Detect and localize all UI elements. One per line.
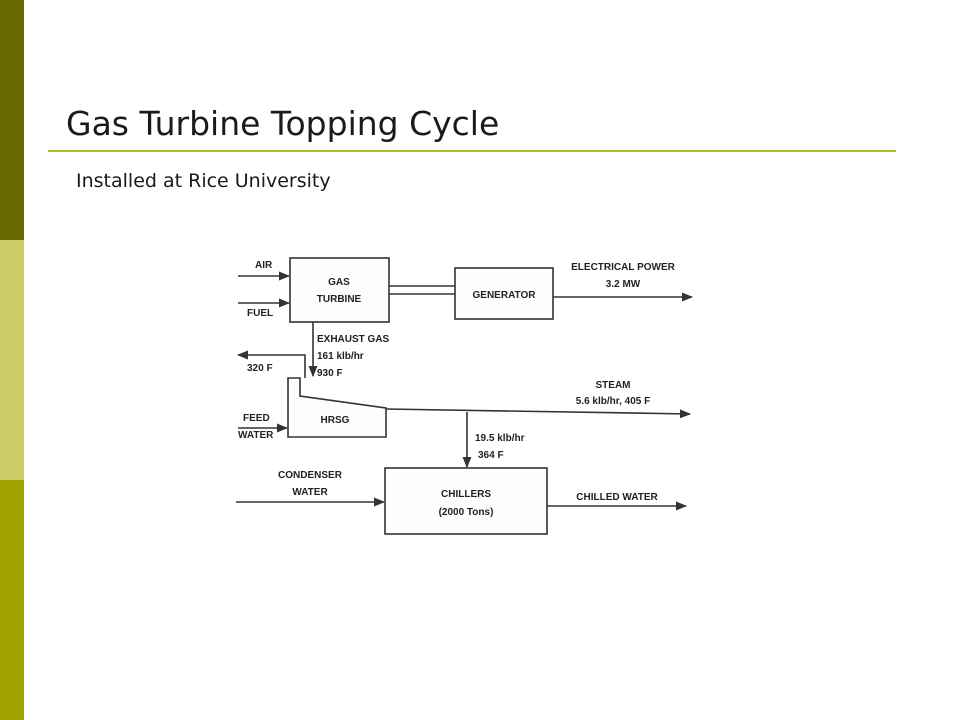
steam-label: STEAM — [596, 380, 631, 391]
hrsg-box — [287, 377, 387, 438]
gas-turbine-label-2: TURBINE — [317, 294, 362, 305]
chillers-box — [384, 467, 548, 535]
air-label: AIR — [255, 260, 273, 271]
chillers-capacity: (2000 Tons) — [439, 507, 494, 518]
electrical-power-label: ELECTRICAL POWER — [571, 262, 675, 273]
generator-label: GENERATOR — [473, 290, 537, 301]
fuel-label: FUEL — [247, 308, 273, 319]
steam-value: 5.6 klb/hr, 405 F — [576, 396, 650, 407]
feed-water-label-1: FEED — [243, 413, 270, 424]
steam-branch-temp: 364 F — [478, 450, 504, 461]
accent-bar-middle — [0, 240, 24, 480]
feed-water-label-2: WATER — [238, 430, 274, 441]
exhaust-gas-flow: 161 klb/hr — [317, 351, 364, 362]
hrsg-label: HRSG — [321, 415, 350, 426]
title-divider — [48, 150, 896, 152]
slide-title: Gas Turbine Topping Cycle — [66, 104, 500, 143]
exhaust-gas-label: EXHAUST GAS — [317, 334, 390, 345]
electrical-power-value: 3.2 MW — [606, 279, 641, 290]
stack-temp-label: 320 F — [247, 363, 273, 374]
steam-arrow — [385, 408, 692, 419]
gas-turbine-label-1: GAS — [328, 277, 350, 288]
steam-branch-flow: 19.5 klb/hr — [475, 433, 525, 444]
gas-turbine-box — [289, 257, 390, 323]
condenser-water-label-2: WATER — [292, 487, 328, 498]
generator-box — [454, 267, 554, 320]
cogeneration-diagram: GAS TURBINE AIR FUEL GENERATOR ELECTRICA… — [236, 257, 694, 535]
accent-bar-top — [0, 0, 24, 240]
slide-subtitle: Installed at Rice University — [76, 170, 331, 192]
accent-bar-bottom — [0, 480, 24, 720]
condenser-water-label-1: CONDENSER — [278, 470, 343, 481]
chilled-water-label: CHILLED WATER — [576, 492, 658, 503]
stack-outlet-line — [236, 350, 306, 378]
exhaust-gas-temp: 930 F — [317, 368, 343, 379]
chillers-label: CHILLERS — [441, 489, 491, 500]
